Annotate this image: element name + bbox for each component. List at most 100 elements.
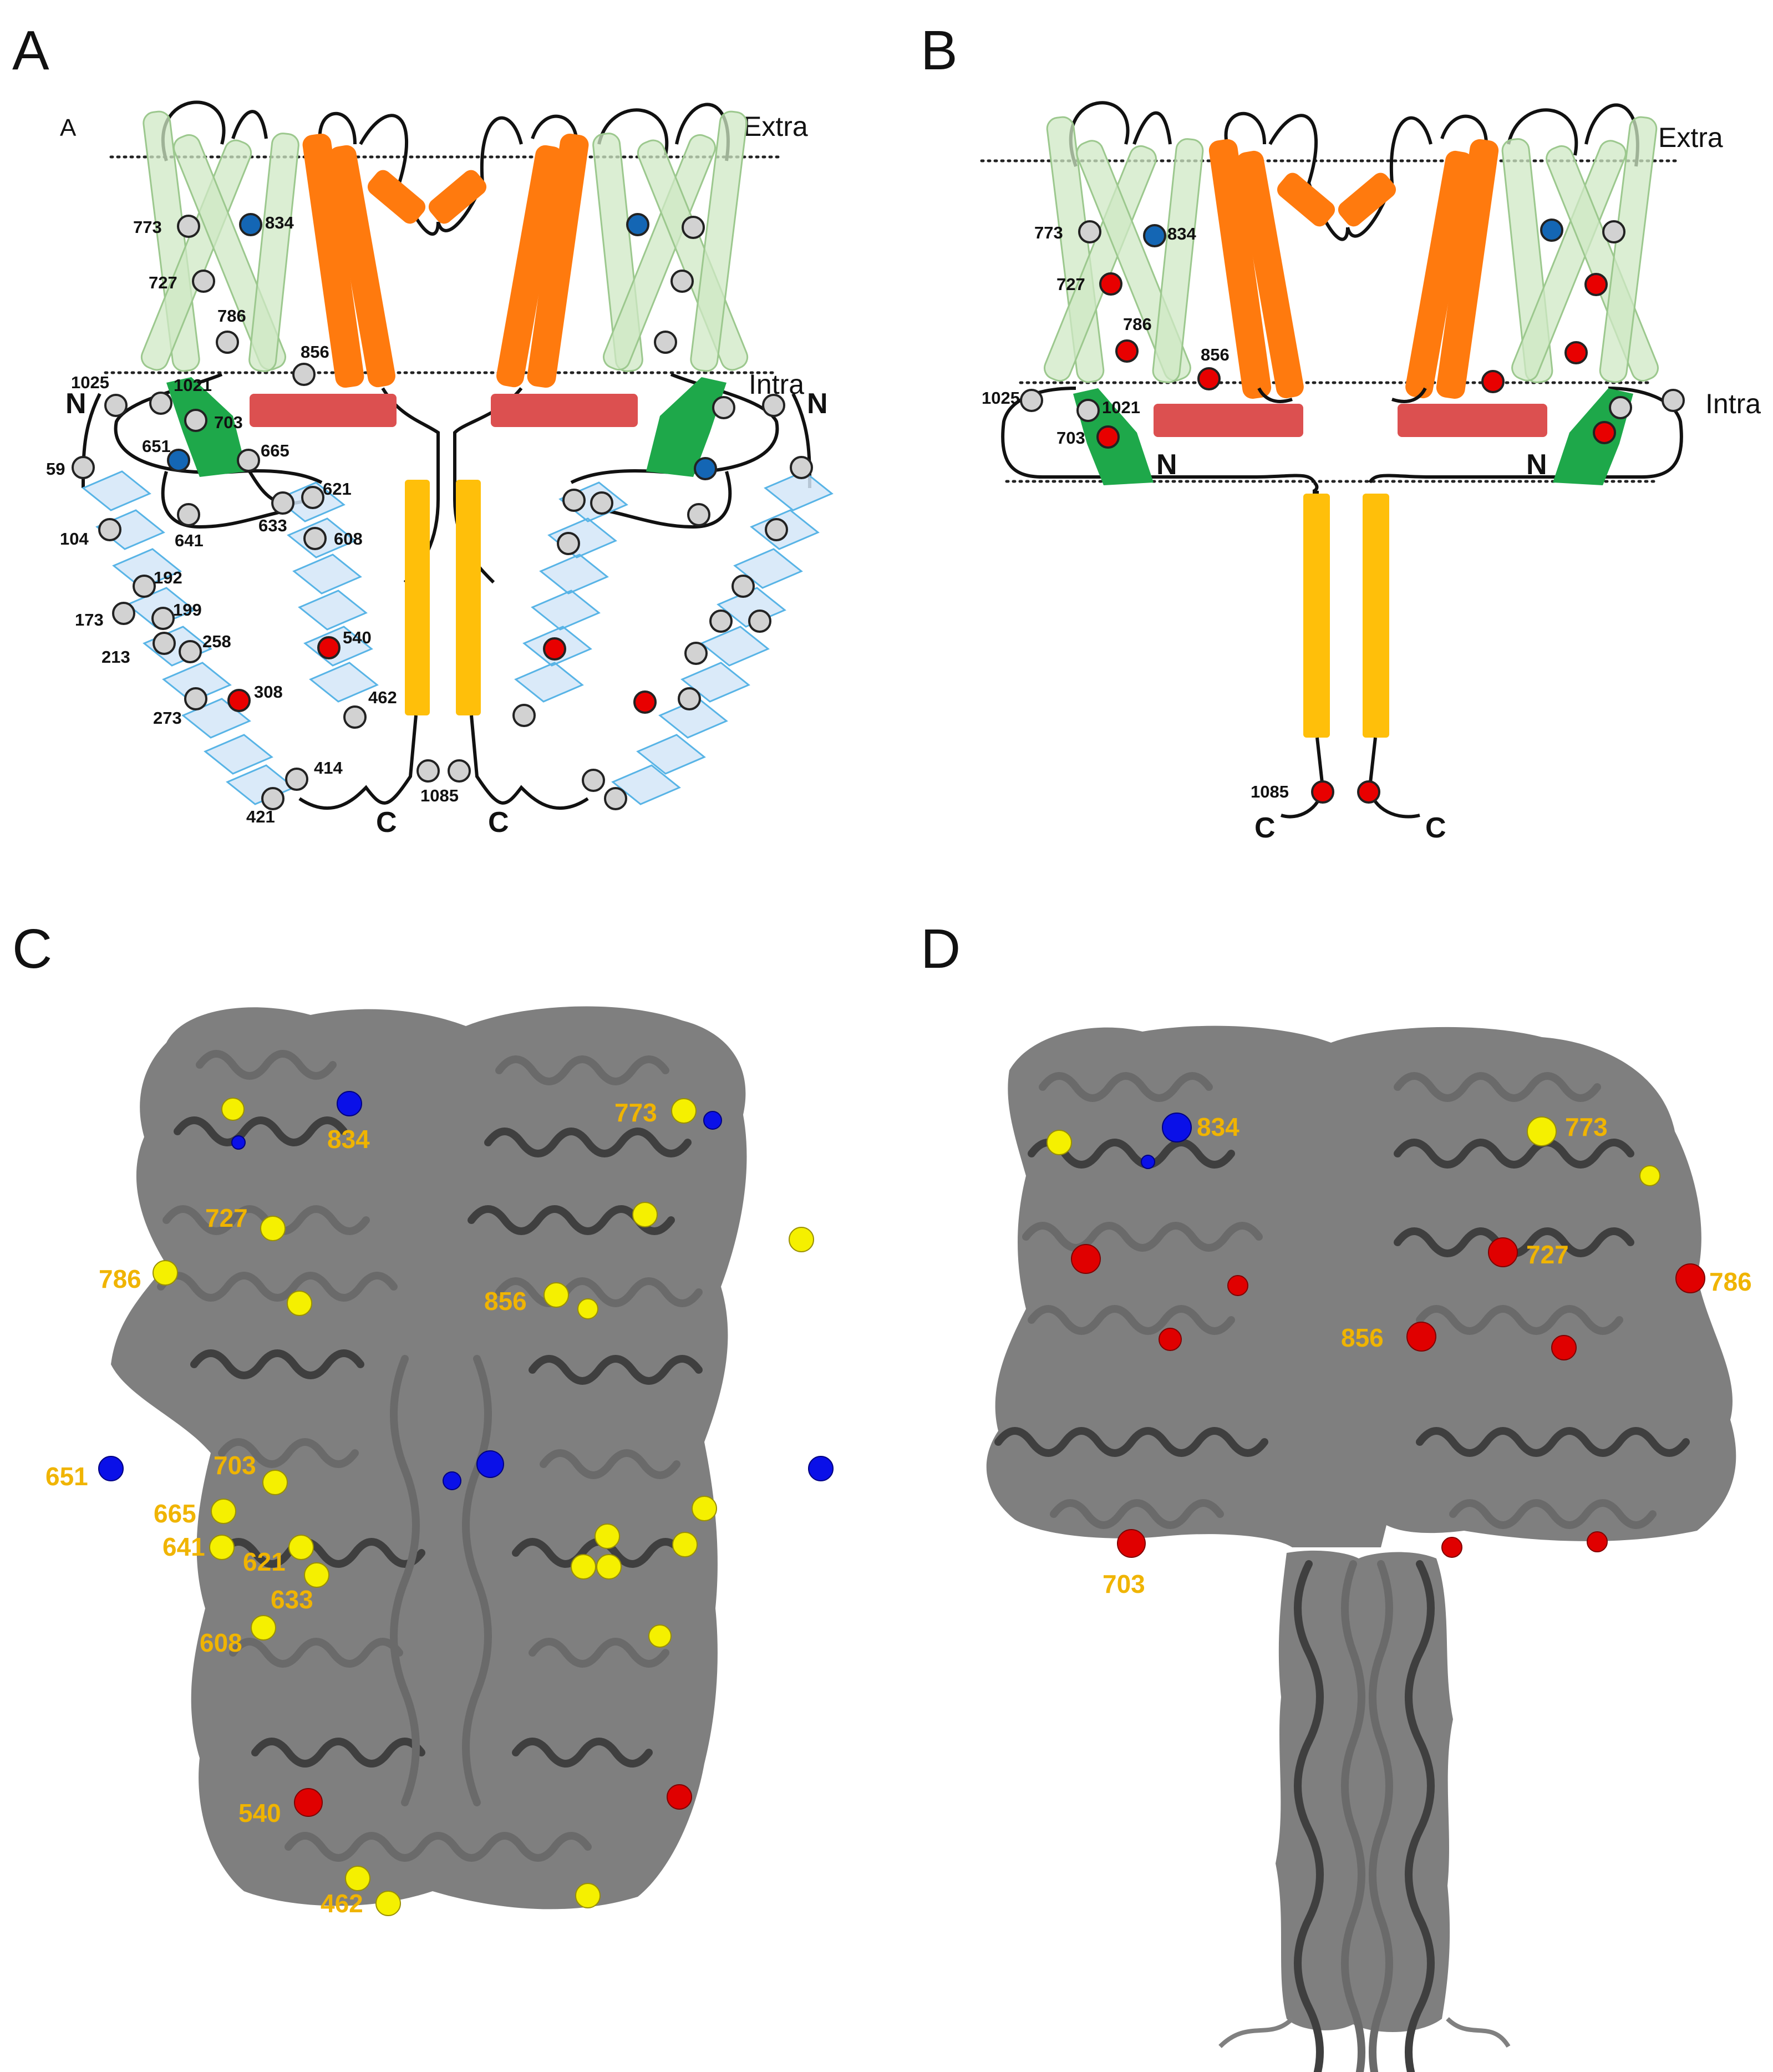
residue-dot	[167, 449, 190, 472]
panel-b: B Extra Intra	[921, 19, 1761, 844]
sphere-yellow	[262, 1470, 288, 1495]
ankyrin-repeats-right-inner	[514, 481, 628, 703]
coiled-coil-right	[456, 480, 481, 715]
sphere-yellow	[571, 1554, 596, 1580]
c-term-right: C	[488, 806, 509, 839]
trp-box-right-b	[1398, 404, 1547, 437]
res-label: 308	[254, 682, 283, 702]
mol-label: 665	[154, 1499, 196, 1528]
mol-label: 651	[45, 1462, 88, 1491]
residue-dot	[1540, 219, 1563, 242]
sphere-yellow	[596, 1554, 622, 1580]
tm-bundle-left	[140, 110, 299, 372]
pore-s5-right	[527, 133, 589, 388]
pore-s6-right	[496, 145, 563, 388]
tm-b-s2-left	[1043, 145, 1157, 382]
pore-b-s5-right	[1436, 139, 1499, 399]
residue-dot	[448, 759, 471, 783]
res-label: 773	[1034, 223, 1063, 242]
helix-strand	[1394, 1139, 1634, 1169]
sphere-blue	[337, 1091, 362, 1116]
sphere-yellow	[221, 1098, 245, 1121]
extra-label: Extra	[743, 111, 808, 142]
residue-dot	[153, 632, 176, 655]
res-label: 1021	[1102, 398, 1140, 417]
helix-strand	[1028, 1305, 1235, 1335]
residue-dot	[1143, 224, 1166, 247]
res-label: 703	[1056, 428, 1085, 448]
res-label: 834	[265, 213, 294, 232]
mol-label: 834	[327, 1125, 370, 1154]
loop-b10	[1313, 481, 1319, 494]
res-label: 651	[142, 436, 171, 456]
ankyrin-repeats-right-outer	[611, 470, 834, 805]
residue-dot	[694, 457, 717, 480]
residue-dot	[687, 503, 710, 526]
spheres-c	[98, 1091, 834, 1916]
sphere-red	[1406, 1322, 1436, 1352]
loop-b11	[1368, 387, 1683, 484]
mol-label: 727	[1526, 1240, 1569, 1269]
res-label: 1025	[71, 373, 109, 392]
res-label: 608	[334, 529, 363, 549]
pore-b-loop-right	[1338, 172, 1396, 227]
residue-dot	[1115, 339, 1139, 363]
ankyrin-repeats-left-inner	[276, 481, 379, 703]
pore-b-loop-left	[1277, 172, 1335, 227]
sphere-yellow	[153, 1260, 178, 1286]
sphere-yellow	[692, 1496, 717, 1521]
pore-s6-left	[329, 145, 395, 388]
res-label: 421	[246, 807, 275, 826]
helix-strand	[1022, 1222, 1263, 1252]
residue-dot	[762, 394, 785, 417]
sphere-red	[667, 1784, 692, 1810]
residue-dot	[237, 449, 260, 472]
extra-label-b: Extra	[1658, 122, 1723, 153]
sphere-yellow	[375, 1891, 401, 1916]
res-label: 633	[258, 516, 287, 535]
helix-strand	[196, 1050, 337, 1080]
residue-dot	[133, 575, 156, 598]
res-label: 462	[368, 688, 397, 707]
res-label: 834	[1167, 224, 1196, 243]
mol-label: 856	[1341, 1323, 1384, 1352]
pore-s5-left	[302, 133, 364, 388]
mol-label: 641	[162, 1532, 205, 1561]
helix-strand	[495, 1277, 703, 1307]
residue-dot	[112, 602, 135, 625]
helix-strand	[462, 1355, 492, 1806]
residue-dot	[104, 394, 128, 417]
pore-b-s6-left	[1236, 150, 1304, 399]
loop-a2	[231, 110, 268, 139]
residue-dot	[184, 409, 207, 432]
sphere-red	[1488, 1237, 1518, 1267]
mol-label: 727	[205, 1203, 248, 1232]
sphere-yellow	[288, 1535, 314, 1560]
sphere-yellow	[575, 1883, 601, 1908]
res-label: 856	[301, 342, 329, 362]
helix-strand	[1050, 1499, 1224, 1529]
helix-strand	[1369, 1560, 1393, 2072]
helix-strand	[529, 1355, 703, 1385]
residue-labels-a: 773 834 727 786 856 1025 1021 703 651 66…	[46, 213, 459, 826]
helix-strand	[285, 1832, 592, 1862]
residue-dot	[292, 363, 316, 386]
res-label: 540	[343, 628, 372, 647]
panel-a-letter: A	[12, 19, 49, 82]
protein-cartoon-c	[111, 1006, 747, 1910]
tm-s2-left	[140, 139, 252, 371]
trp-box-left	[250, 394, 397, 427]
panel-b-letter: B	[921, 19, 958, 82]
residue-dot	[604, 787, 627, 810]
residue-dot	[343, 705, 367, 729]
mol-label: 633	[271, 1585, 313, 1614]
helix-strand	[1416, 1305, 1623, 1335]
sphere-yellow	[543, 1282, 569, 1308]
sphere-yellow	[211, 1499, 236, 1524]
residue-dot	[582, 769, 605, 792]
res-label: 199	[173, 600, 202, 619]
helix-strand	[495, 1055, 669, 1085]
residue-dot	[192, 270, 215, 293]
res-label: 192	[154, 568, 182, 587]
residue-dot	[177, 503, 200, 526]
